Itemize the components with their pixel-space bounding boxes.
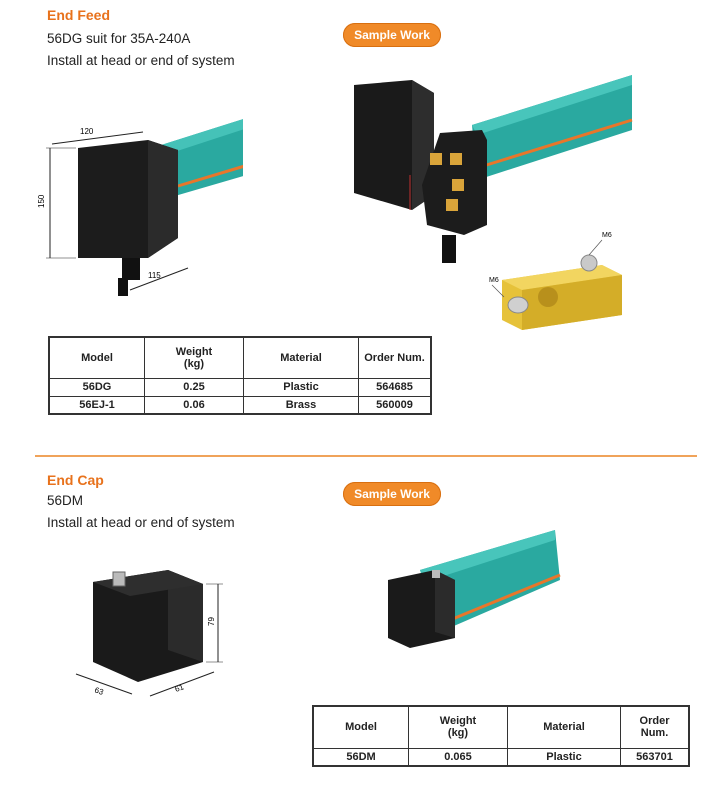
busbar-rail — [158, 119, 243, 198]
cell: 56DG — [48, 377, 145, 397]
cell: 0.065 — [408, 747, 508, 767]
cell: Plastic — [243, 377, 359, 397]
table-row: 56DG 0.25 Plastic 564685 — [48, 377, 432, 397]
end-cap-sample-illustration — [388, 530, 561, 648]
col-material: Material — [507, 705, 621, 749]
cell: 0.25 — [144, 377, 244, 397]
cell: 563701 — [620, 747, 690, 767]
section-title-end-cap: End Cap — [47, 472, 104, 488]
label-m6-left: M6 — [489, 277, 499, 284]
col-order-num: Order Num. — [620, 705, 690, 749]
cell: 56EJ-1 — [48, 395, 145, 415]
section-divider — [35, 455, 697, 457]
sample-work-badge: Sample Work — [343, 23, 441, 47]
dim-61: 61 — [174, 682, 186, 694]
section-title-end-feed: End Feed — [47, 7, 111, 23]
table-row: 56DM 0.065 Plastic 563701 — [312, 747, 690, 767]
end-feed-drawing: 150 120 115 — [38, 119, 243, 296]
dim-120: 120 — [80, 127, 94, 136]
end-cap-drawing: 79 63 61 — [75, 570, 223, 697]
dim-63: 63 — [93, 685, 105, 697]
sample-work-badge: Sample Work — [343, 482, 441, 506]
table-header-row: Model Weight (kg) Material Order Num. — [48, 336, 432, 379]
col-order-num: Order Num. — [358, 336, 432, 379]
cell: Brass — [243, 395, 359, 415]
cell: 560009 — [358, 395, 432, 415]
end-feed-model-line: 56DG suit for 35A-240A — [47, 31, 191, 46]
cell: 0.06 — [144, 395, 244, 415]
col-model: Model — [48, 336, 145, 379]
rail-stripe — [177, 164, 243, 188]
end-cap-spec-table: Model Weight (kg) Material Order Num. 56… — [312, 705, 690, 767]
dim-150: 150 — [38, 194, 46, 208]
label-m6-top: M6 — [602, 232, 612, 239]
cell: 56DM — [312, 747, 409, 767]
end-feed-install-line: Install at head or end of system — [47, 53, 235, 68]
col-weight: Weight (kg) — [408, 705, 508, 749]
table-row: 56EJ-1 0.06 Brass 560009 — [48, 395, 432, 415]
end-cap-install-line: Install at head or end of system — [47, 515, 235, 530]
end-feed-spec-table: Model Weight (kg) Material Order Num. 56… — [48, 336, 432, 415]
col-material: Material — [243, 336, 359, 379]
dim-79: 79 — [207, 617, 216, 626]
cell: 564685 — [358, 377, 432, 397]
dim-115: 115 — [148, 271, 161, 280]
col-weight: Weight (kg) — [144, 336, 244, 379]
end-cap-model-line: 56DM — [47, 493, 84, 508]
cell: Plastic — [507, 747, 621, 767]
table-header-row: Model Weight (kg) Material Order Num. — [312, 705, 690, 749]
end-feed-sample-illustration: M6 M6 — [354, 75, 633, 330]
col-model: Model — [312, 705, 409, 749]
